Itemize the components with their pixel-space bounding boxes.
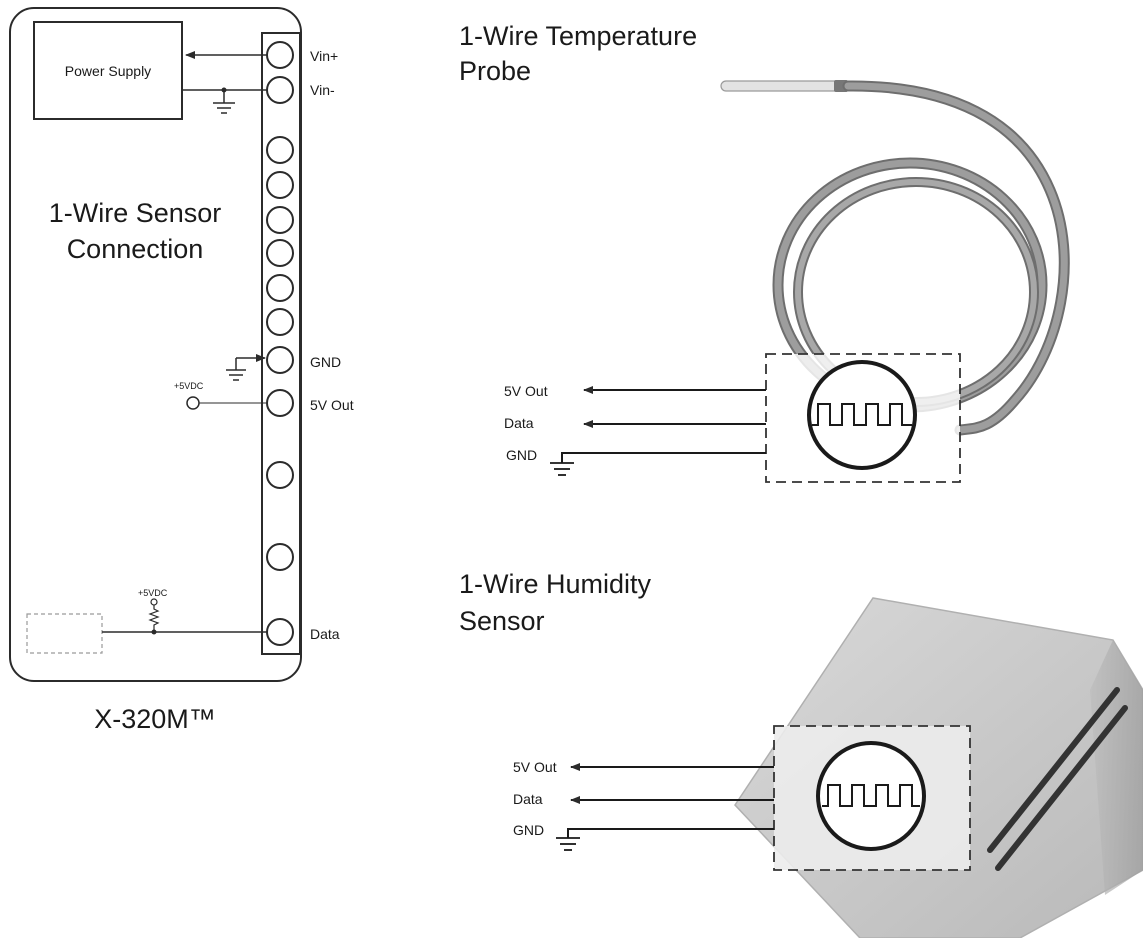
- probe-title-line1: 1-Wire Temperature: [459, 21, 697, 51]
- terminal-data: [266, 618, 294, 646]
- humidity-sensor: 1-Wire Humidity Sensor 5V Out Data GND: [459, 569, 1143, 939]
- label-gnd: GND: [310, 354, 341, 370]
- humidity-ground-icon: [556, 837, 580, 851]
- controller-title-line1: 1-Wire Sensor: [49, 198, 222, 228]
- probe-label-data: Data: [504, 415, 534, 431]
- power-supply-box: [33, 21, 183, 120]
- terminal-5v-out: [266, 389, 294, 417]
- supply-5v-label: +5VDC: [174, 381, 204, 391]
- terminal-vin-minus: [266, 76, 294, 104]
- temperature-probe: 1-Wire Temperature Probe 5V Out Data: [459, 21, 1070, 483]
- humidity-label-data: Data: [513, 791, 543, 807]
- humidity-signal-circle: [816, 741, 926, 851]
- probe-label-5v-out: 5V Out: [504, 383, 548, 399]
- humidity-title-line1: 1-Wire Humidity: [459, 569, 652, 599]
- probe-signal-circle: [807, 360, 917, 470]
- terminal: [266, 308, 294, 336]
- terminal: [266, 543, 294, 571]
- label-data: Data: [310, 626, 340, 642]
- probe-title-line2: Probe: [459, 56, 531, 86]
- terminal: [266, 136, 294, 164]
- terminal-screws: [266, 41, 294, 646]
- resistor-icon: [148, 605, 160, 632]
- 5v-source-node: [186, 396, 200, 410]
- terminal: [266, 461, 294, 489]
- probe-pulse-icon: [812, 403, 912, 426]
- terminal: [266, 206, 294, 234]
- humidity-detail-box: [773, 725, 971, 871]
- pullup-5v-label: +5VDC: [138, 588, 168, 598]
- label-vin-plus: Vin+: [310, 48, 338, 64]
- probe-label-gnd: GND: [506, 447, 537, 463]
- humidity-label-gnd: GND: [513, 822, 544, 838]
- power-supply-label: Power Supply: [65, 63, 151, 79]
- label-5v-out: 5V Out: [310, 397, 354, 413]
- label-vin-minus: Vin-: [310, 82, 335, 98]
- terminal: [266, 239, 294, 267]
- terminal-vin-plus: [266, 41, 294, 69]
- terminal-gnd: [266, 346, 294, 374]
- terminal: [266, 171, 294, 199]
- data-interface-block: [26, 613, 103, 654]
- terminal: [266, 274, 294, 302]
- humidity-title-line2: Sensor: [459, 606, 545, 636]
- humidity-gnd-wire: [567, 828, 774, 838]
- probe-tip: [720, 80, 842, 92]
- controller-title-line2: Connection: [67, 234, 204, 264]
- probe-ground-icon: [550, 462, 574, 476]
- gnd-ground-icon: [226, 358, 246, 381]
- probe-detail-box: [765, 353, 961, 483]
- ground-icon: [213, 90, 235, 114]
- model-label: X-320M™: [94, 704, 216, 734]
- humidity-pulse-icon: [822, 784, 920, 807]
- humidity-label-5v-out: 5V Out: [513, 759, 557, 775]
- controller-module: Vin+ Vin- GND 5V Out Data Power Supply 1…: [9, 7, 354, 734]
- housing-vents: [987, 687, 1128, 871]
- terminal-strip: [261, 32, 301, 655]
- pullup-node: [150, 598, 158, 606]
- probe-gnd-wire: [561, 452, 766, 463]
